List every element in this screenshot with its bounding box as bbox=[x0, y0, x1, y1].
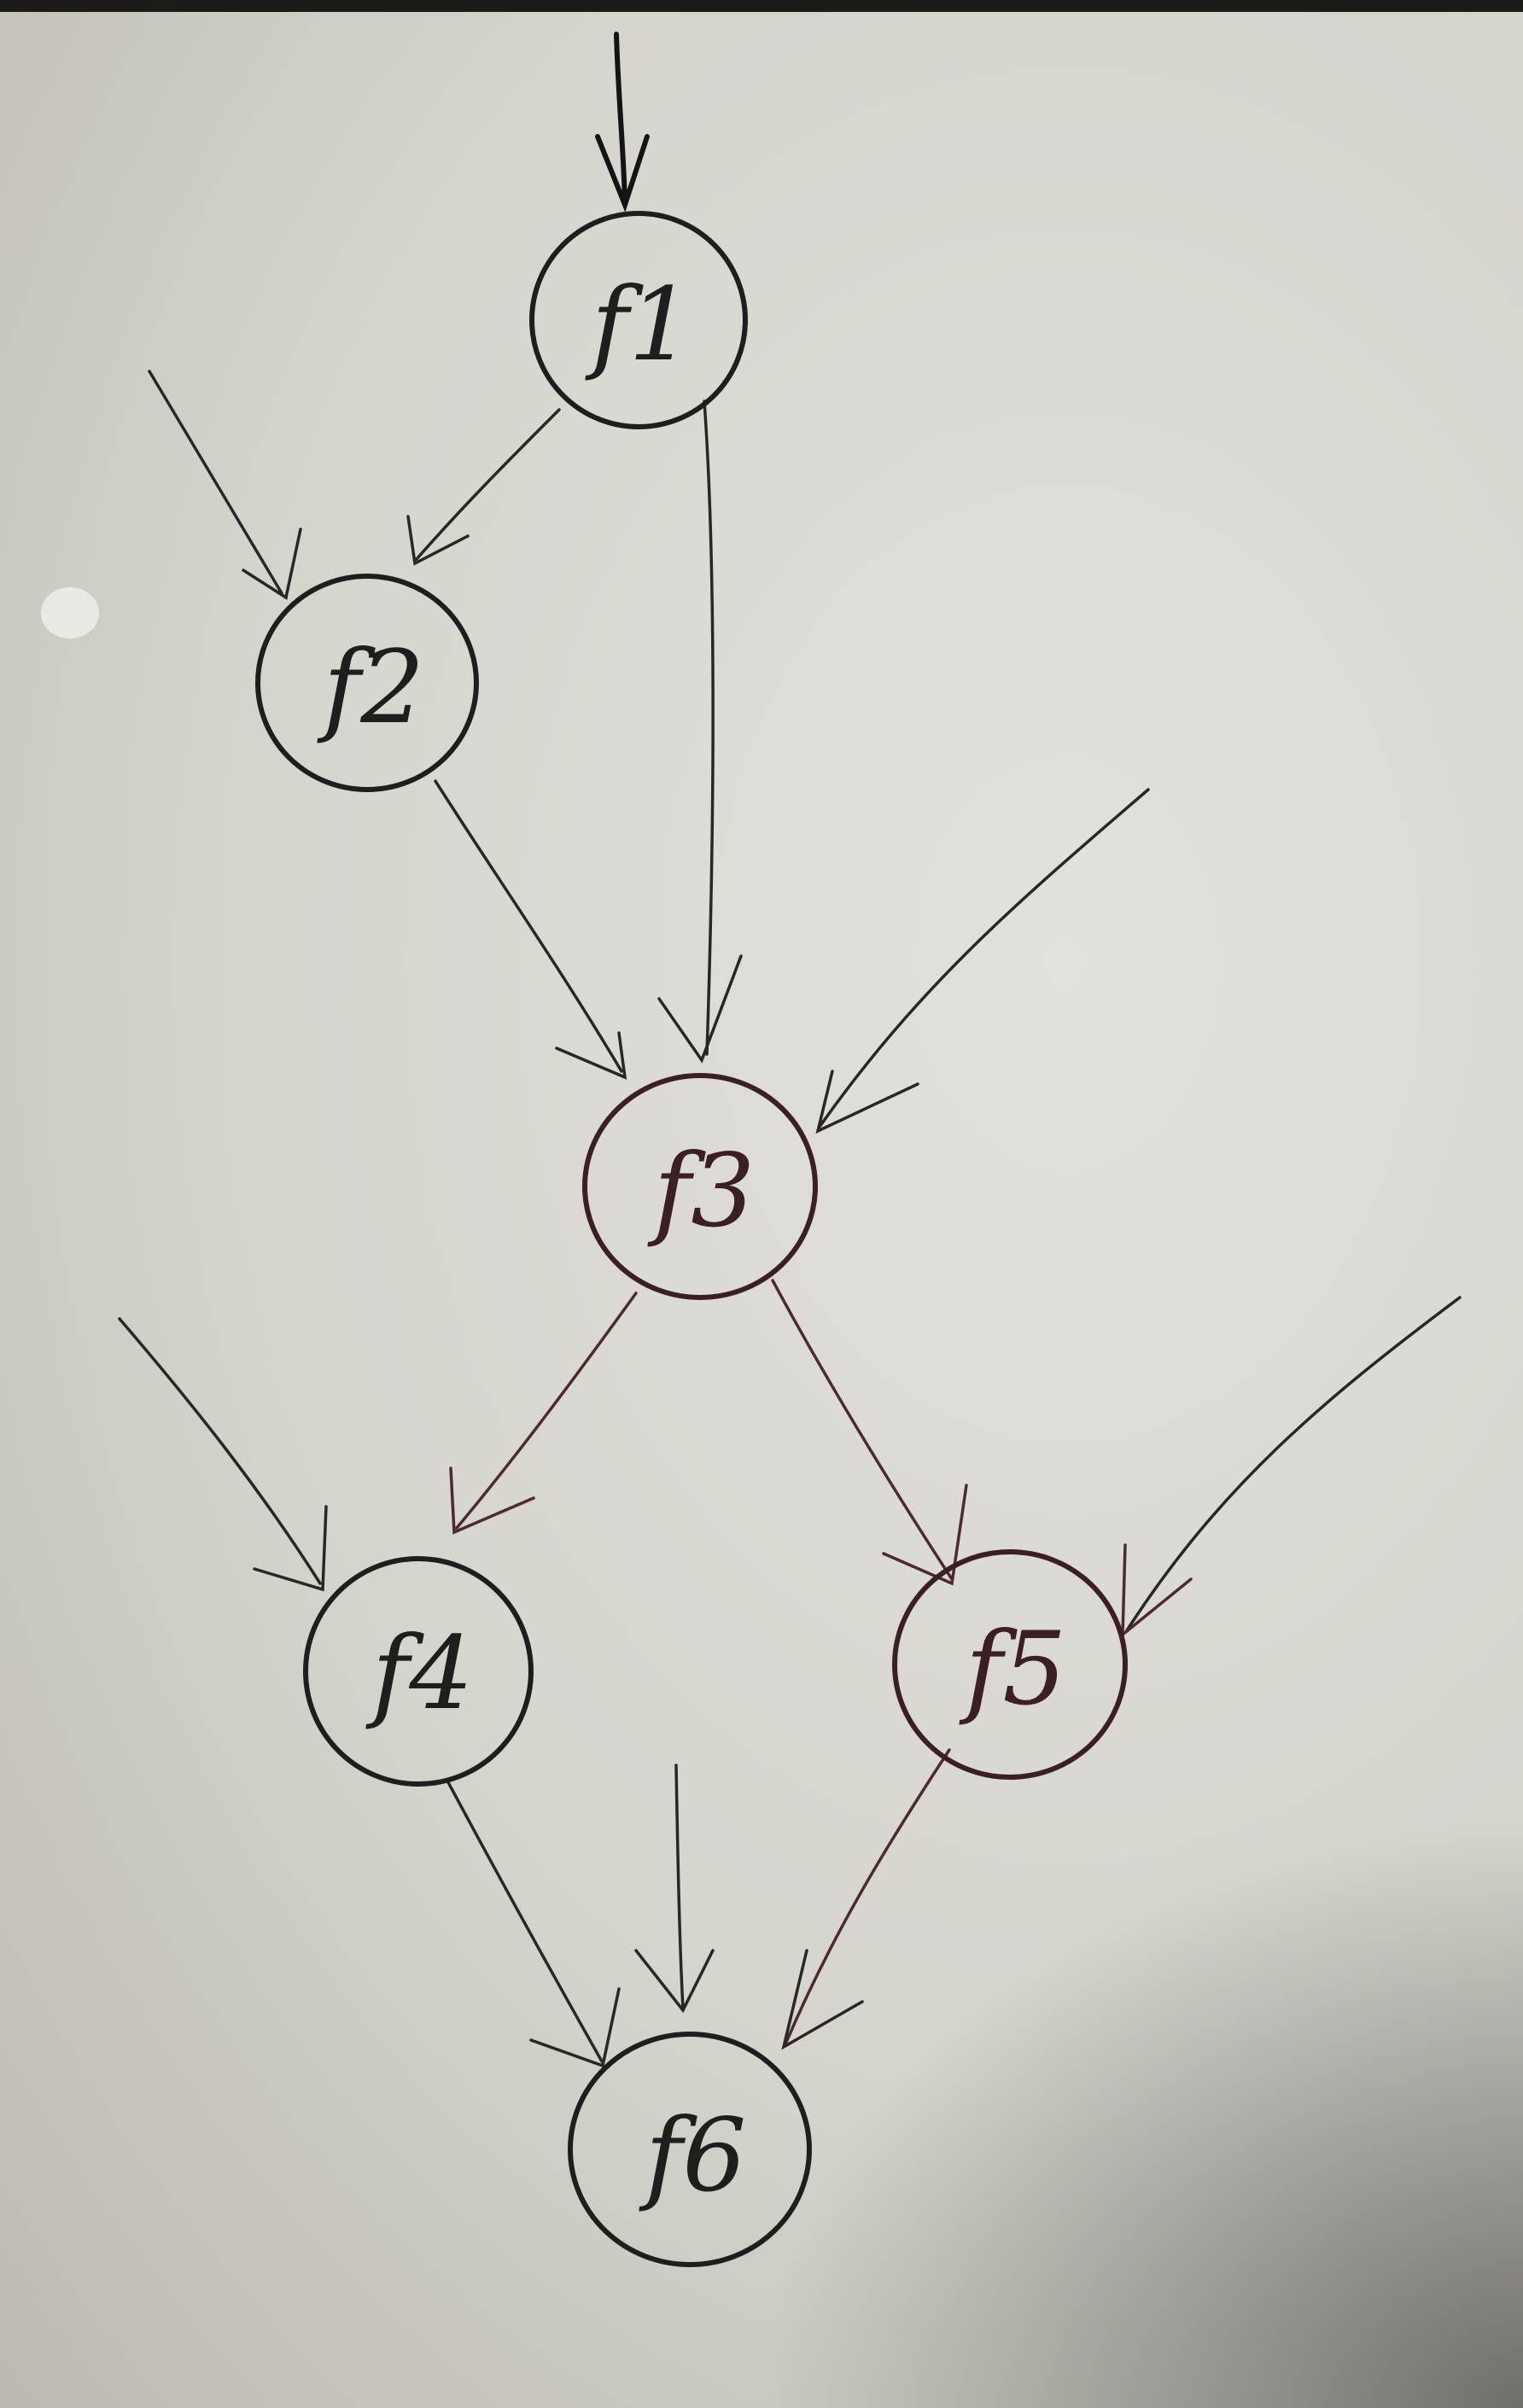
node-label-f2: f2 bbox=[317, 628, 425, 746]
node-label-f1: f1 bbox=[585, 265, 693, 383]
edge-in-to-f4 bbox=[118, 1317, 328, 1592]
node-f1: f1 bbox=[529, 211, 748, 429]
edge-in-to-f5 bbox=[1121, 1296, 1462, 1638]
edge-in-to-f6 bbox=[634, 1764, 715, 2014]
node-label-f3: f3 bbox=[647, 1132, 756, 1250]
node-f4: f4 bbox=[303, 1556, 534, 1787]
node-f3: f3 bbox=[582, 1073, 818, 1300]
edge-f1-to-f2 bbox=[406, 408, 561, 566]
edge-in-to-f3 bbox=[815, 788, 1150, 1134]
node-label-f5: f5 bbox=[959, 1610, 1067, 1728]
node-f6: f6 bbox=[568, 2032, 812, 2267]
node-f5: f5 bbox=[892, 1549, 1128, 1780]
paper-smudge bbox=[41, 587, 99, 638]
edge-in-to-f2 bbox=[148, 370, 302, 600]
edge-f1-to-f3 bbox=[657, 399, 743, 1064]
edge-f2-to-f3 bbox=[434, 779, 627, 1080]
edge-f3-to-f4 bbox=[449, 1291, 638, 1535]
edge-f4-to-f6 bbox=[446, 1781, 621, 2068]
node-label-f4: f4 bbox=[365, 1614, 474, 1732]
node-label-f6: f6 bbox=[639, 2096, 747, 2214]
edge-f5-to-f6 bbox=[781, 1748, 951, 2050]
edge-f3-to-f5 bbox=[771, 1279, 968, 1586]
node-f2: f2 bbox=[255, 574, 479, 792]
edge-in-to-f1 bbox=[595, 32, 650, 213]
